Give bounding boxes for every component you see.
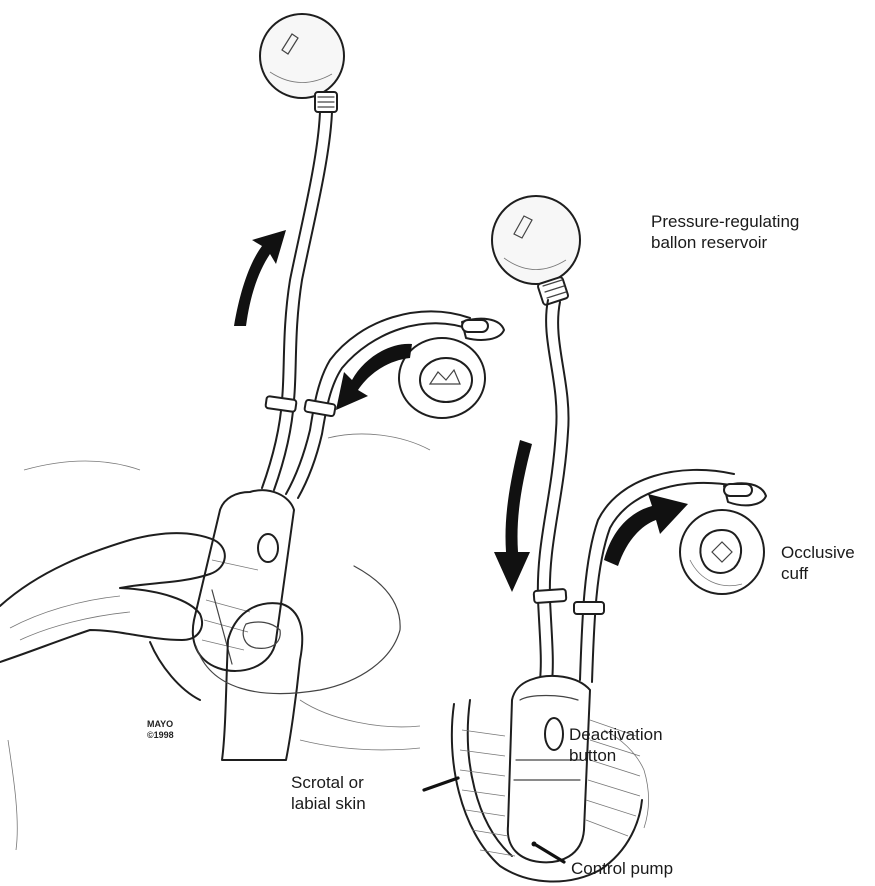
reservoir-label: Pressure-regulating ballon reservoir	[651, 211, 799, 253]
skin-label-line2: labial skin	[291, 793, 366, 814]
reservoir-label-line2: ballon reservoir	[651, 232, 799, 253]
deactivation-button-label: Deactivation button	[569, 724, 663, 766]
cuff-label-line2: cuff	[781, 563, 855, 584]
cuff-label: Occlusive cuff	[781, 542, 855, 584]
right-reservoir-balloon	[492, 196, 580, 305]
right-control-pump	[508, 676, 590, 862]
skin-label: Scrotal or labial skin	[291, 772, 366, 814]
skin-leader-line	[424, 778, 458, 790]
right-up-arrow	[604, 494, 688, 566]
mayo-credit-line2: ©1998	[147, 730, 174, 741]
right-down-arrow	[494, 440, 532, 592]
mayo-copyright-mark: MAYO ©1998	[147, 719, 174, 741]
deactivation-label-line1: Deactivation	[569, 724, 663, 745]
left-up-arrow	[234, 230, 286, 326]
control-pump-label-text: Control pump	[571, 858, 673, 879]
skin-label-line1: Scrotal or	[291, 772, 366, 793]
right-device	[452, 196, 766, 882]
right-occlusive-cuff	[680, 483, 766, 594]
reservoir-label-line1: Pressure-regulating	[651, 211, 799, 232]
deactivation-label-line2: button	[569, 745, 663, 766]
control-pump-label: Control pump	[571, 858, 673, 879]
left-occlusive-cuff	[399, 319, 504, 418]
left-reservoir-balloon	[260, 14, 344, 112]
left-control-pump	[193, 490, 294, 671]
mayo-credit-line1: MAYO	[147, 719, 174, 730]
right-reservoir-tube	[534, 300, 569, 682]
cuff-label-line1: Occlusive	[781, 542, 855, 563]
left-device	[0, 14, 504, 850]
